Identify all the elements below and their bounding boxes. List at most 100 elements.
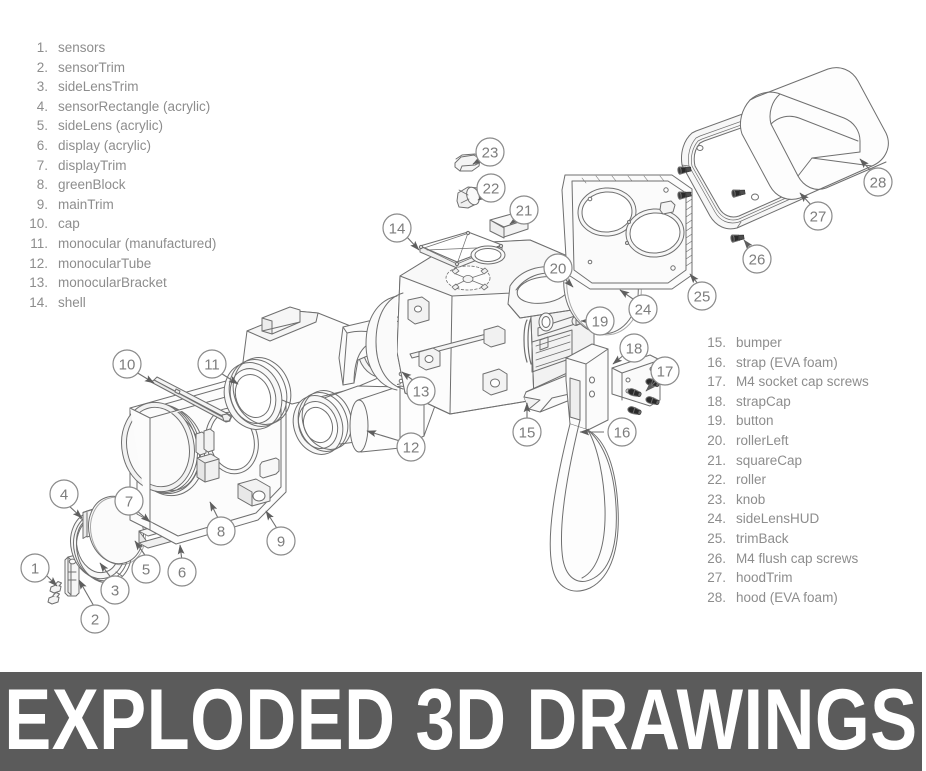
list-item: 20. rollerLeft bbox=[700, 431, 869, 451]
callout-label: 15 bbox=[519, 425, 536, 442]
callout-label: 12 bbox=[403, 440, 420, 457]
leader-10 bbox=[135, 371, 155, 384]
callout-2: 2 bbox=[80, 604, 110, 634]
list-item-number: 12. bbox=[29, 255, 48, 271]
list-item-number: 17. bbox=[707, 374, 726, 390]
callout-27: 27 bbox=[803, 201, 833, 231]
list-item-label: shell bbox=[58, 294, 86, 310]
part-roller bbox=[456, 186, 482, 209]
leader-9 bbox=[265, 510, 279, 531]
list-item-label: roller bbox=[736, 472, 767, 488]
callout-balloons: 1 2 3 4 5 6 7 8 bbox=[20, 137, 893, 634]
leader-12 bbox=[366, 430, 401, 442]
callout-label: 6 bbox=[178, 565, 186, 582]
list-item-number: 2. bbox=[36, 59, 48, 75]
list-item: 28.hood (EVA foam) bbox=[700, 588, 869, 608]
list-item-label: greenBlock bbox=[58, 177, 126, 193]
part-cap bbox=[150, 376, 233, 423]
list-item-label: mainTrim bbox=[58, 196, 114, 212]
list-item-label: strap (EVA foam) bbox=[736, 354, 838, 370]
callout-16: 16 bbox=[607, 417, 637, 447]
list-item: 19.button bbox=[700, 411, 869, 431]
callout-23: 23 bbox=[475, 137, 505, 167]
callout-17: 17 bbox=[650, 356, 680, 386]
parts-list-right: 15.bumper 16.strap (EVA foam) 17.M4 sock… bbox=[700, 333, 869, 607]
list-item: 13. monocularBracket bbox=[22, 273, 216, 293]
callout-label: 7 bbox=[125, 494, 133, 511]
list-item: 1.sensors bbox=[22, 38, 216, 58]
list-item-label: sideLens (acrylic) bbox=[58, 118, 164, 134]
list-item: 5.sideLens (acrylic) bbox=[22, 116, 216, 136]
page-title: EXPLODED 3D DRAWINGS bbox=[4, 672, 918, 768]
list-item-number: 3. bbox=[36, 79, 48, 95]
list-item-number: 22. bbox=[707, 472, 726, 488]
list-item: 7. displayTrim bbox=[22, 156, 216, 176]
part-hood bbox=[739, 67, 889, 200]
callout-label: 17 bbox=[657, 364, 674, 381]
callout-18: 18 bbox=[619, 333, 649, 363]
list-item: 6.display (acrylic) bbox=[22, 136, 216, 156]
leader-2 bbox=[78, 579, 96, 609]
list-item: 14. shell bbox=[22, 293, 216, 313]
callout-5: 5 bbox=[131, 554, 161, 584]
list-item-label: squareCap bbox=[736, 452, 803, 468]
callout-label: 4 bbox=[60, 487, 68, 504]
callout-19: 19 bbox=[585, 306, 615, 336]
callout-label: 20 bbox=[550, 261, 567, 278]
callout-label: 1 bbox=[31, 561, 39, 578]
list-item-label: hood (EVA foam) bbox=[736, 589, 838, 605]
callout-label: 24 bbox=[635, 302, 652, 319]
callout-11: 11 bbox=[197, 349, 227, 379]
list-item: 15.bumper bbox=[700, 333, 869, 353]
list-item-label: sensors bbox=[58, 40, 106, 55]
list-item-label: hoodTrim bbox=[736, 570, 793, 586]
callout-20: 20 bbox=[543, 253, 573, 283]
leader-1 bbox=[45, 574, 58, 587]
callout-3: 3 bbox=[100, 575, 130, 605]
list-item-number: 20. bbox=[707, 432, 726, 448]
callout-24: 24 bbox=[628, 294, 658, 324]
callout-label: 19 bbox=[592, 314, 609, 331]
list-item-label: displayTrim bbox=[58, 157, 127, 173]
list-item-number: 27. bbox=[707, 570, 726, 586]
list-item: 21.squareCap bbox=[700, 451, 869, 471]
list-item: 3. sideLensTrim bbox=[22, 77, 216, 97]
part-sensorTrim bbox=[64, 554, 80, 597]
callout-7: 7 bbox=[114, 486, 144, 516]
list-item-label: M4 socket cap screws bbox=[736, 374, 869, 390]
part-mainTrim bbox=[121, 371, 287, 545]
callout-label: 28 bbox=[870, 175, 887, 192]
callout-label: 2 bbox=[91, 612, 99, 629]
callout-4: 4 bbox=[49, 479, 79, 509]
list-item-label: trimBack bbox=[736, 530, 789, 546]
title-banner: EXPLODED 3D DRAWINGS bbox=[0, 672, 922, 771]
list-item: 25.trimBack bbox=[700, 529, 869, 549]
callout-label: 14 bbox=[389, 221, 406, 238]
list-item: 17. M4 socket cap screws bbox=[700, 372, 869, 392]
callout-label: 18 bbox=[626, 341, 643, 358]
list-item: 26.M4 flush cap screws bbox=[700, 549, 869, 569]
callout-label: 22 bbox=[483, 181, 500, 198]
callout-label: 3 bbox=[111, 583, 119, 600]
list-item-label: rollerLeft bbox=[736, 432, 789, 448]
callout-22: 22 bbox=[476, 173, 506, 203]
list-item: 8. greenBlock bbox=[22, 175, 216, 195]
list-item-number: 13. bbox=[29, 275, 48, 291]
list-item-number: 8. bbox=[36, 177, 48, 193]
list-item-label: bumper bbox=[736, 335, 782, 350]
list-item-label: monocularBracket bbox=[58, 275, 167, 291]
list-item-number: 14. bbox=[29, 294, 48, 310]
list-item: 27. hoodTrim bbox=[700, 568, 869, 588]
callout-13: 13 bbox=[406, 376, 436, 406]
callout-label: 27 bbox=[810, 209, 827, 226]
callout-label: 10 bbox=[119, 357, 136, 374]
part-sensors bbox=[47, 581, 62, 605]
list-item-number: 7. bbox=[36, 157, 48, 173]
list-item: 4.sensorRectangle (acrylic) bbox=[22, 97, 216, 117]
list-item-label: sideLensTrim bbox=[58, 79, 139, 95]
callout-label: 21 bbox=[516, 203, 533, 220]
list-item-label: knob bbox=[736, 491, 766, 507]
callout-10: 10 bbox=[112, 349, 142, 379]
callout-label: 8 bbox=[217, 524, 225, 541]
callout-14: 14 bbox=[382, 213, 412, 243]
